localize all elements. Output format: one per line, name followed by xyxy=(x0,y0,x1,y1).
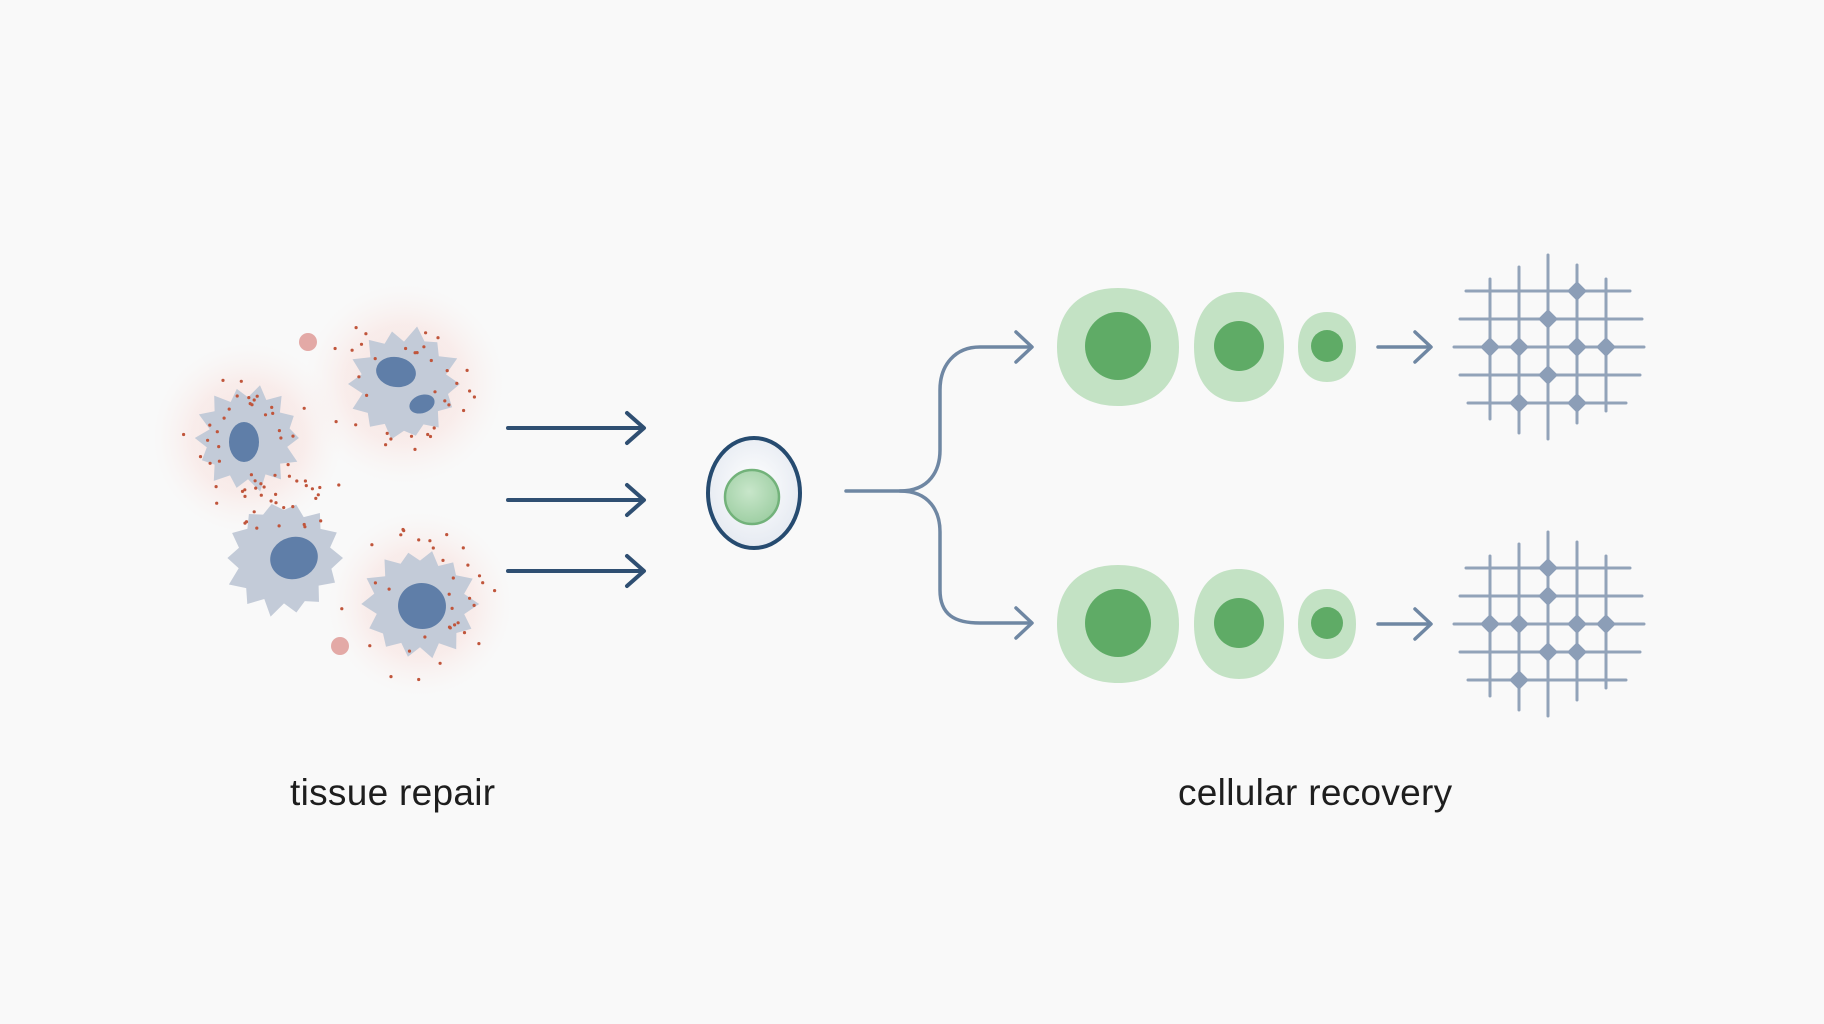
healthy-cell-icon xyxy=(1298,312,1356,382)
debris-particle xyxy=(299,333,317,351)
tissue-repair-label: tissue repair xyxy=(290,772,496,813)
healthy-cell-row xyxy=(1057,288,1433,406)
healthy-cell-row xyxy=(1057,565,1433,683)
arrow-right-icon xyxy=(506,554,646,588)
cellular-recovery-label: cellular recovery xyxy=(1178,772,1453,813)
healthy-cell-icon xyxy=(1057,288,1179,406)
healthy-cell-icon xyxy=(1298,589,1356,659)
arrow-right-icon xyxy=(1376,607,1433,641)
healthy-cell-icon xyxy=(1194,292,1284,402)
debris-particle xyxy=(331,637,349,655)
damaged-cell-icon xyxy=(304,284,504,484)
tissue-matrix-icon xyxy=(1452,530,1646,718)
arrow-right-icon xyxy=(506,483,646,517)
healthy-cell-icon xyxy=(1057,565,1179,683)
debris-dots xyxy=(240,479,341,530)
tissue-matrices xyxy=(1452,253,1646,718)
damaged-cell-icon xyxy=(227,504,343,617)
branch-connector xyxy=(844,330,1034,640)
arrow-right-icon xyxy=(1376,330,1433,364)
healthy-cell-rows xyxy=(1057,288,1433,683)
input-arrows xyxy=(506,411,646,588)
stem-cell-icon xyxy=(706,436,802,550)
arrow-right-icon xyxy=(506,411,646,445)
damaged-cell-icon xyxy=(153,343,343,533)
damaged-cell-icon xyxy=(328,512,512,696)
healthy-cell-icon xyxy=(1194,569,1284,679)
damaged-cells-cluster xyxy=(153,284,512,696)
tissue-matrix-icon xyxy=(1452,253,1646,441)
